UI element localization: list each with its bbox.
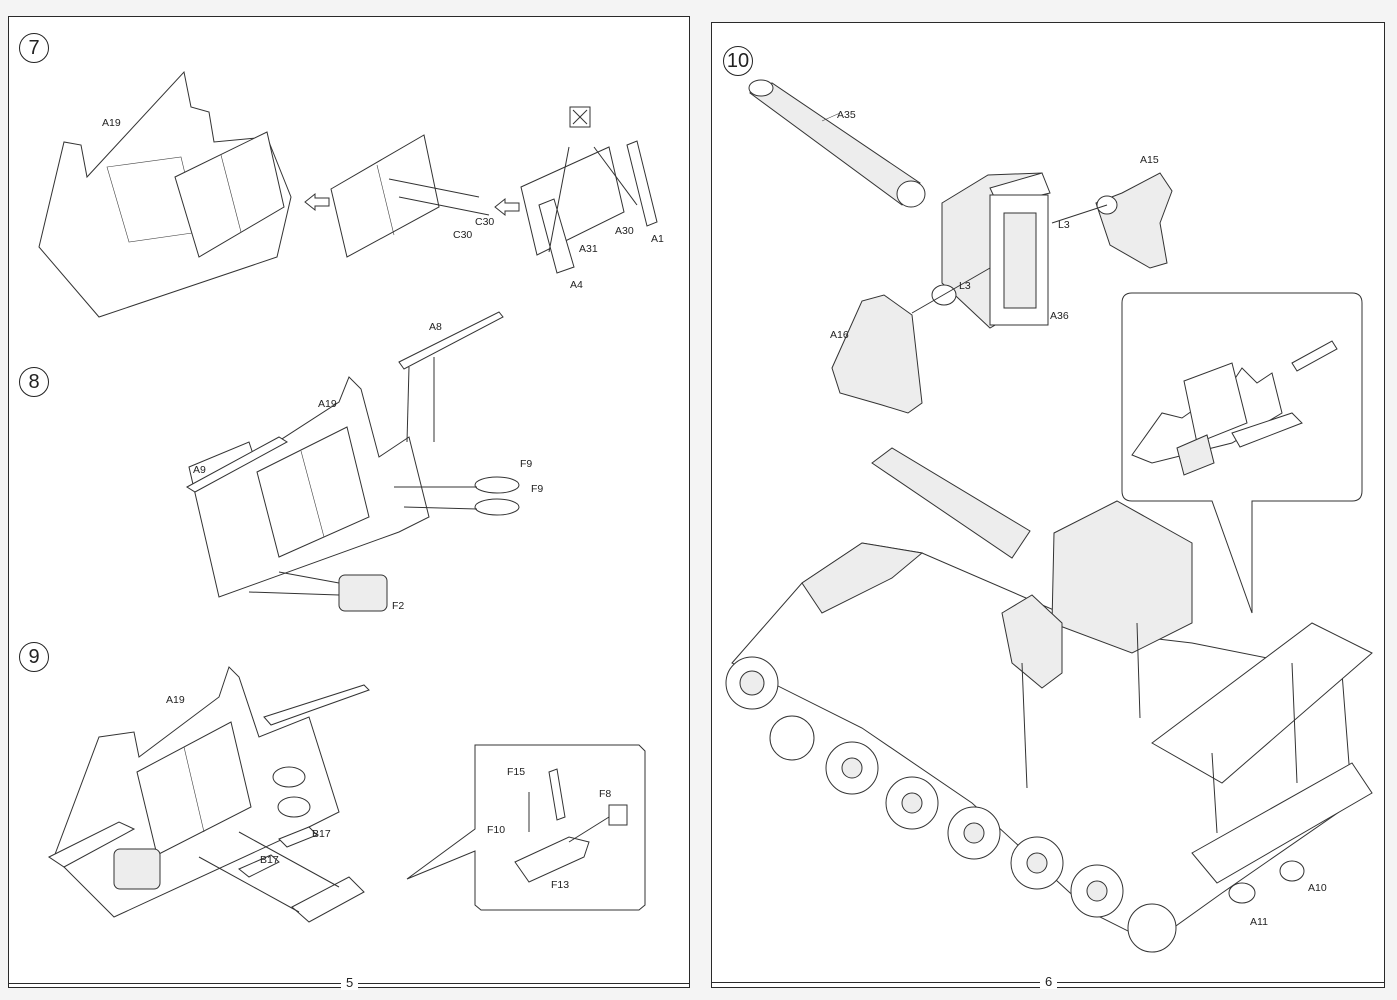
part-label-c30: C30	[453, 229, 473, 241]
part-label-a1: A1	[651, 233, 664, 245]
part-label-a8: A8	[429, 321, 442, 333]
part-label-a11: A11	[1250, 916, 1268, 928]
part-label-a15: A15	[1140, 154, 1159, 166]
part-label-f10: F10	[487, 824, 506, 836]
manual-page-left: 7 A19 C30 C30 A30 A31 A1 A4 8 A8 A19 A9 …	[8, 16, 690, 990]
part-label-l3: L3	[1058, 219, 1070, 231]
part-label-a10: A10	[1308, 882, 1327, 894]
step-10-illustration	[725, 79, 1373, 953]
part-label-a31: A31	[579, 243, 598, 255]
part-label-f9: F9	[520, 458, 533, 470]
part-label-f2: F2	[392, 600, 405, 612]
manual-page-right: 10 A35 A15 L3 L3 A36 A16 A11 A10 6	[711, 22, 1385, 989]
part-label-l3: L3	[959, 280, 971, 292]
part-label-a4: A4	[570, 279, 583, 291]
assembly-arrow-icon	[304, 192, 330, 212]
page-number: 6	[1040, 974, 1058, 989]
part-label-f13: F13	[551, 879, 570, 891]
step-9-illustration	[48, 666, 646, 923]
step-8-illustration	[186, 311, 520, 612]
part-label-a36: A36	[1050, 310, 1069, 322]
part-label-a35: A35	[837, 109, 856, 121]
step-7-illustration	[38, 70, 658, 318]
part-label-a30: A30	[615, 225, 634, 237]
part-label-f8: F8	[599, 788, 612, 800]
part-label-a16: A16	[830, 329, 849, 341]
page-number: 5	[341, 975, 359, 990]
part-label-a9: A9	[193, 464, 206, 476]
part-label-b17: B17	[260, 854, 279, 866]
part-label-c30: C30	[475, 216, 495, 228]
part-label-a19: A19	[102, 117, 121, 129]
part-label-a19: A19	[166, 694, 185, 706]
step-number-7: 7	[19, 33, 49, 63]
step-number-8: 8	[19, 367, 49, 397]
part-label-f15: F15	[507, 766, 526, 778]
part-label-f9: F9	[531, 483, 544, 495]
step-number-10: 10	[723, 46, 753, 76]
part-label-a19: A19	[318, 398, 337, 410]
part-label-b17: B17	[312, 828, 331, 840]
step-number-9: 9	[19, 642, 49, 672]
